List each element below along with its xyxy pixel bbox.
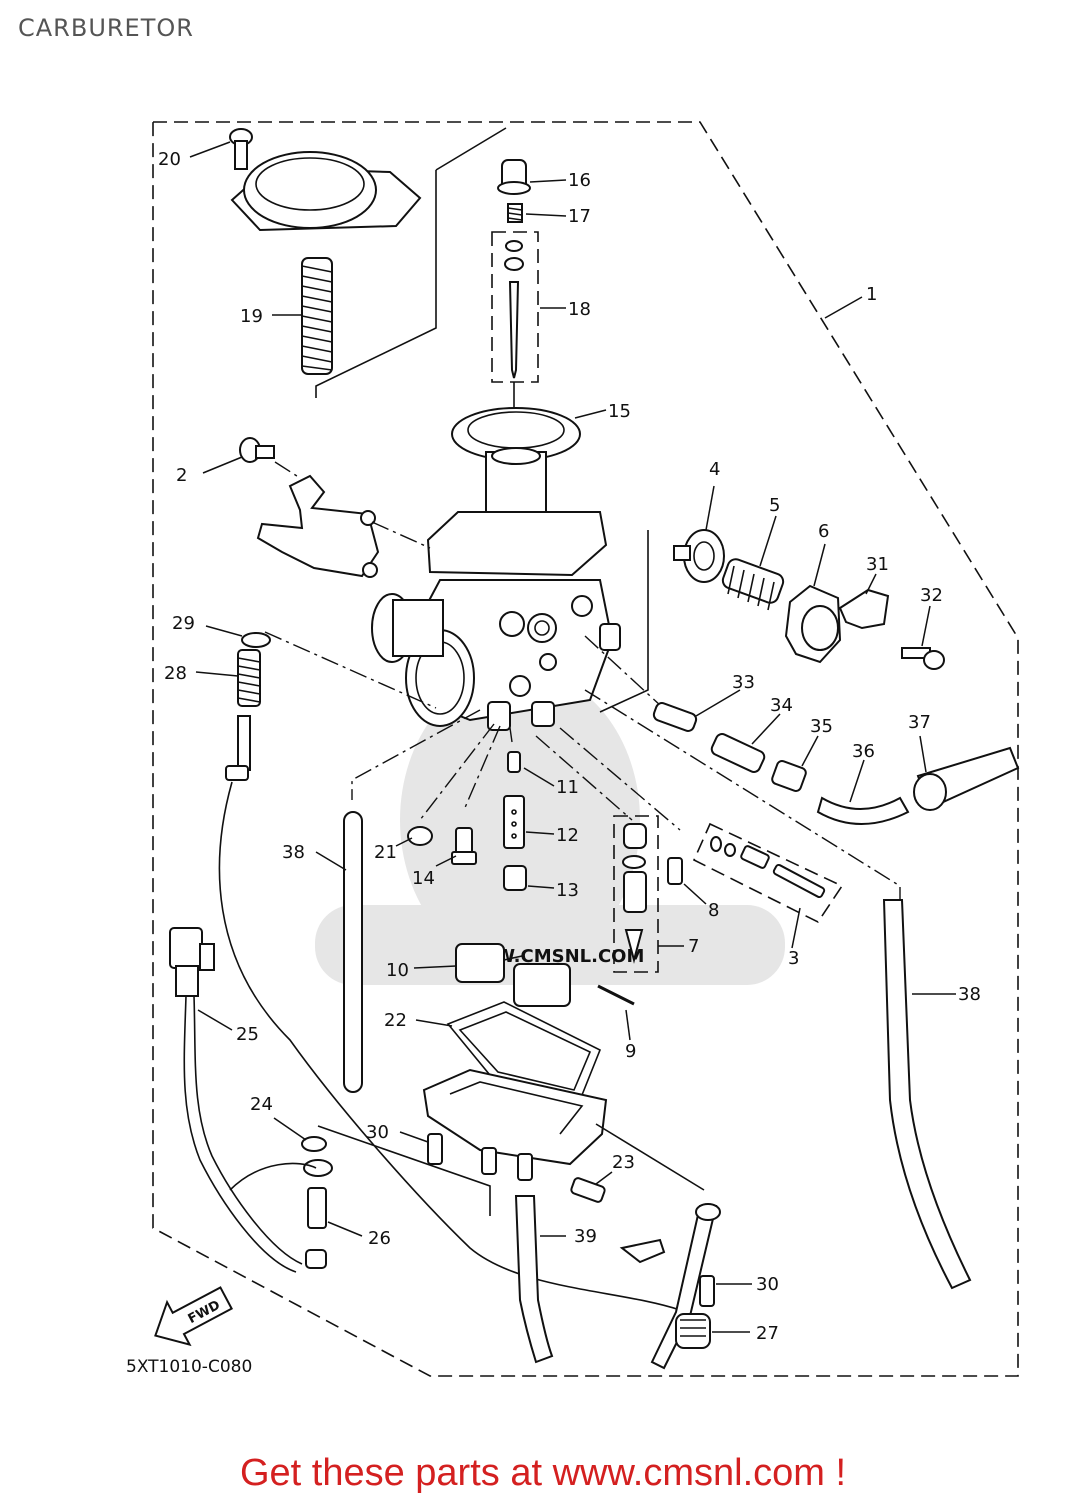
main-jet-13 xyxy=(503,865,527,891)
callout-35: 35 xyxy=(810,716,833,737)
harness-25 xyxy=(169,927,317,1273)
screw-32 xyxy=(901,647,945,670)
screw-20 xyxy=(229,128,253,170)
callout-labels: 1 2 3 4 5 6 7 8 9 10 11 12 13 14 15 16 1… xyxy=(158,149,981,1344)
callout-24: 24 xyxy=(250,1094,273,1115)
callout-1: 1 xyxy=(866,284,877,305)
pilot-screw-3 xyxy=(710,836,826,899)
page-title: CARBURETOR xyxy=(18,14,194,42)
washer-24 xyxy=(301,1136,333,1177)
callout-13: 13 xyxy=(556,880,579,901)
cable-28 xyxy=(218,715,681,1311)
callout-32: 32 xyxy=(920,585,943,606)
callout-20: 20 xyxy=(158,149,181,170)
promo-banner-text: Get these parts at www.cmsnl.com ! xyxy=(239,1452,847,1494)
callout-3: 3 xyxy=(788,948,799,969)
needle-set-18-box xyxy=(491,231,539,383)
spring-19 xyxy=(301,257,333,375)
hose-36 xyxy=(816,796,910,825)
callout-7: 7 xyxy=(688,936,699,957)
callout-4: 4 xyxy=(709,459,720,480)
callout-11: 11 xyxy=(556,777,579,798)
gasket-22 xyxy=(446,1001,602,1101)
plate-31 xyxy=(838,588,890,630)
callout-23: 23 xyxy=(612,1152,635,1173)
diagram-code: 5XT1010-C080 xyxy=(126,1357,252,1377)
callout-16: 16 xyxy=(568,170,591,191)
screw-2 xyxy=(239,437,275,463)
callout-36: 36 xyxy=(852,741,875,762)
spring-17 xyxy=(507,203,523,223)
screw-30-bracket xyxy=(699,1275,715,1307)
spring-28 xyxy=(237,649,261,707)
fitting-35 xyxy=(771,760,807,792)
callout-14: 14 xyxy=(412,868,435,889)
float-bowl xyxy=(422,1068,608,1181)
fitting-26 xyxy=(305,1187,327,1269)
callout-38b: 38 xyxy=(958,984,981,1005)
callout-26: 26 xyxy=(368,1228,391,1249)
cover-6 xyxy=(784,584,842,664)
callout-17: 17 xyxy=(568,206,591,227)
callout-29: 29 xyxy=(172,613,195,634)
needle-jet-12 xyxy=(503,795,525,849)
callout-34: 34 xyxy=(770,695,793,716)
top-cover xyxy=(230,151,422,232)
callout-27: 27 xyxy=(756,1323,779,1344)
jet-14 xyxy=(451,827,477,865)
carburetor-body xyxy=(371,511,621,731)
screw-30-bowl xyxy=(427,1133,443,1165)
cap-4 xyxy=(673,529,725,583)
screw-8 xyxy=(667,857,683,885)
callout-12: 12 xyxy=(556,825,579,846)
pilot-screw-set-3-box xyxy=(692,822,844,924)
assembly-boundary xyxy=(152,121,1019,1377)
callout-2: 2 xyxy=(176,465,187,486)
callout-38a: 38 xyxy=(282,842,305,863)
float-10 xyxy=(455,943,571,1007)
tube-38-right xyxy=(882,899,972,1290)
spring-5 xyxy=(721,558,785,611)
needle-valve-7 xyxy=(622,823,647,964)
needle-holder-16 xyxy=(497,159,531,195)
callout-6: 6 xyxy=(818,521,829,542)
adjuster-knob-27 xyxy=(675,1313,711,1349)
washer-21 xyxy=(407,826,433,846)
callout-28: 28 xyxy=(164,663,187,684)
callout-39: 39 xyxy=(574,1226,597,1247)
tube-38-left xyxy=(343,811,363,1093)
callout-25: 25 xyxy=(236,1024,259,1045)
callout-37: 37 xyxy=(908,712,931,733)
throttle-lever xyxy=(256,474,380,578)
callout-18: 18 xyxy=(568,299,591,320)
callout-22: 22 xyxy=(384,1010,407,1031)
fwd-arrow: FWD xyxy=(154,1286,234,1347)
callout-5: 5 xyxy=(769,495,780,516)
fitting-37 xyxy=(913,746,1020,811)
callout-9: 9 xyxy=(625,1041,636,1062)
callout-19: 19 xyxy=(240,306,263,327)
callout-33: 33 xyxy=(732,672,755,693)
callout-21: 21 xyxy=(374,842,397,863)
callout-31: 31 xyxy=(866,554,889,575)
callout-30a: 30 xyxy=(366,1122,389,1143)
hose-39 xyxy=(514,1195,554,1364)
jet-needle-18 xyxy=(504,240,524,379)
screw-33 xyxy=(652,702,698,732)
drain-screw-23 xyxy=(570,1177,606,1203)
callout-8: 8 xyxy=(708,900,719,921)
callout-15: 15 xyxy=(608,401,631,422)
cable-bracket xyxy=(619,1203,721,1370)
callout-10: 10 xyxy=(386,960,409,981)
washer-29 xyxy=(241,632,271,648)
spring-34 xyxy=(710,733,766,773)
callout-30b: 30 xyxy=(756,1274,779,1295)
needle-valve-set-7-box xyxy=(613,815,659,973)
jet-11 xyxy=(507,751,521,773)
